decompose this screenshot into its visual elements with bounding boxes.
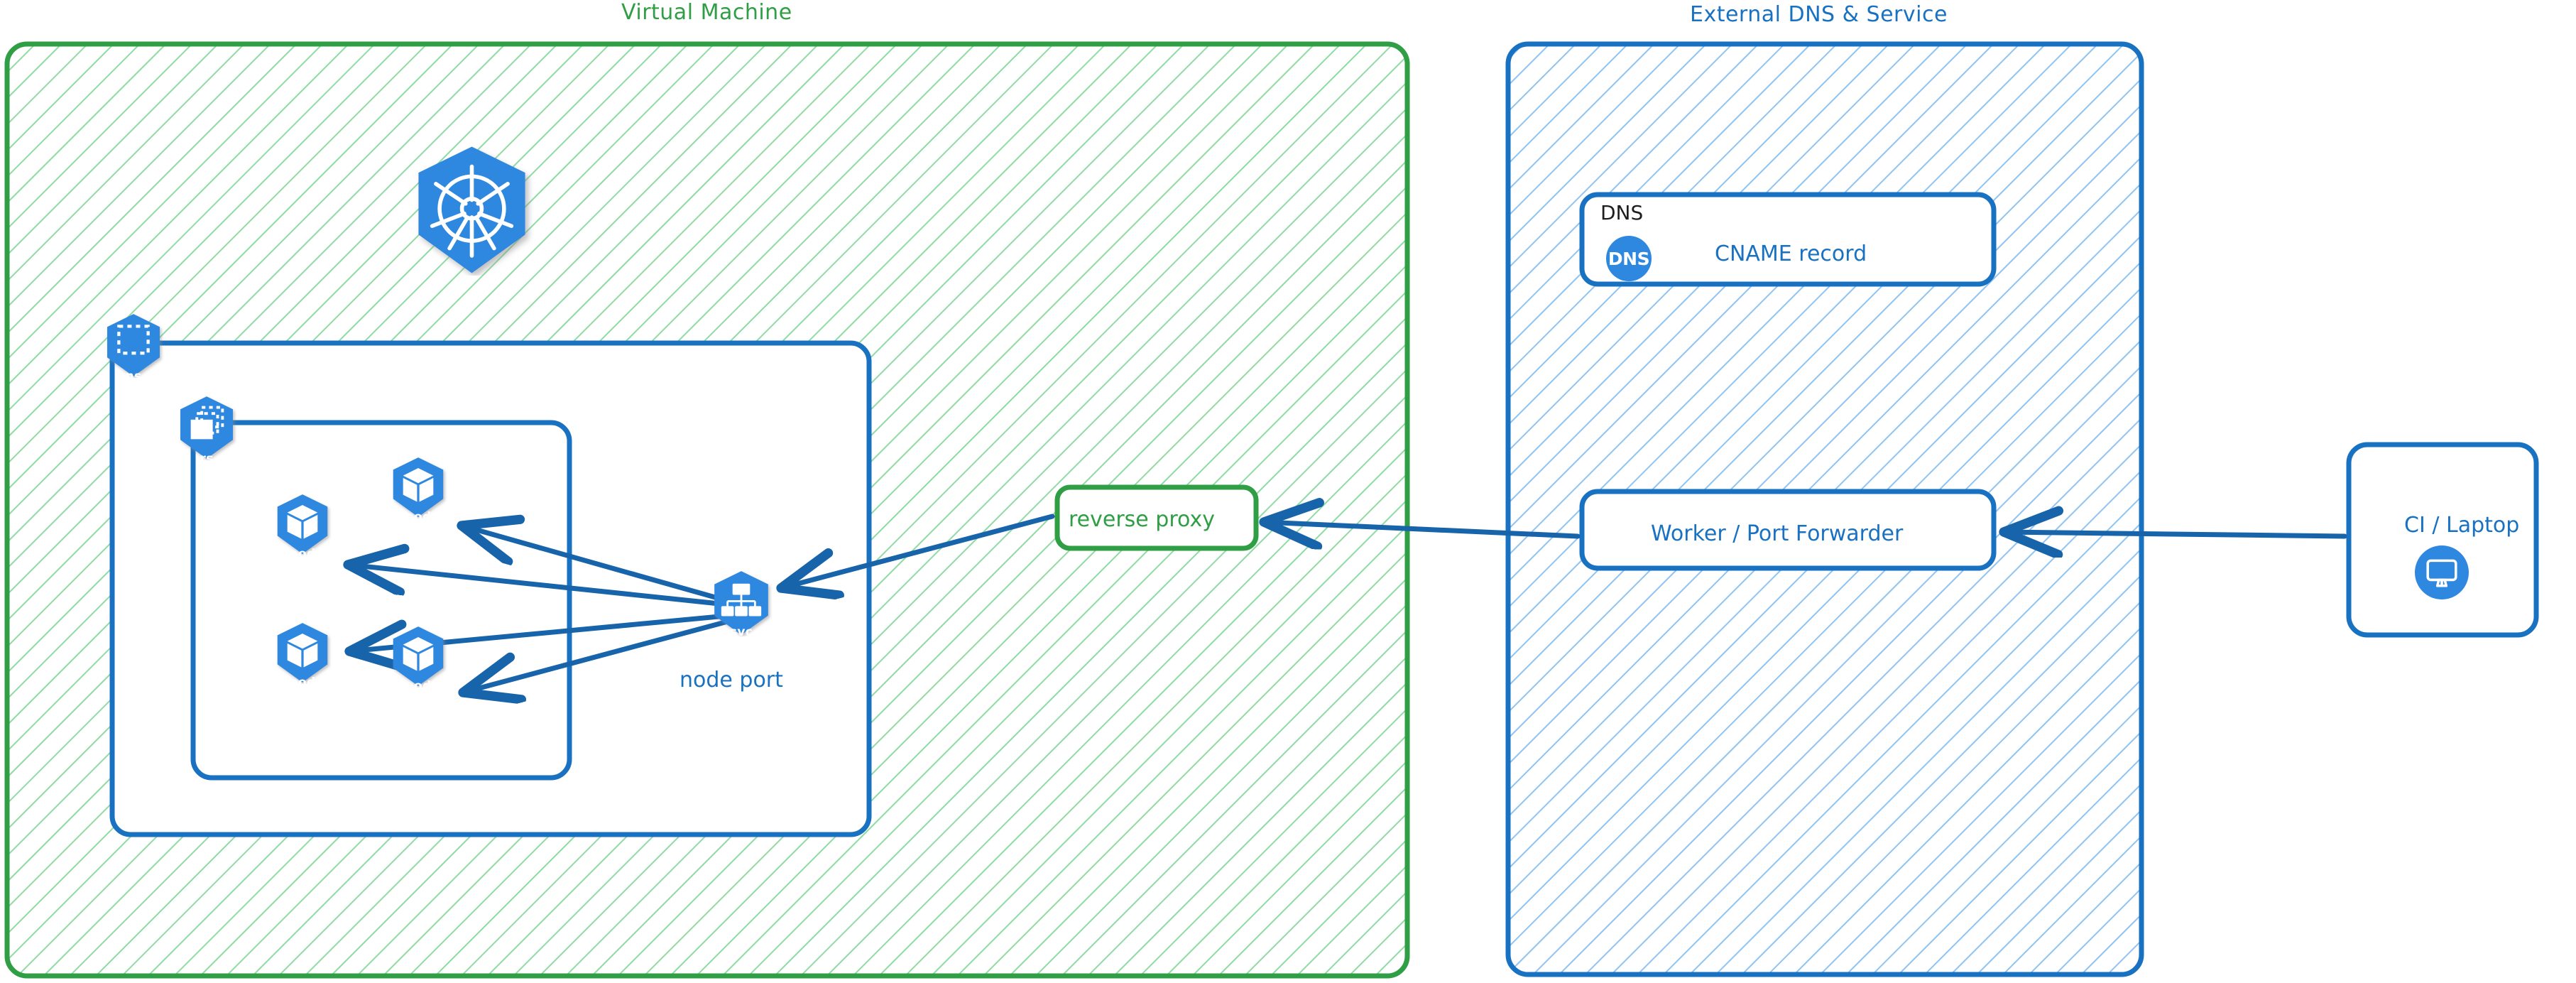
- group-title-external-dns-service: External DNS & Service: [1690, 2, 1948, 27]
- dns-card-tag: DNS: [1600, 201, 1644, 224]
- service-badge: [710, 570, 773, 636]
- dns-icon: DNS: [1606, 236, 1652, 281]
- monitor-icon: [2415, 545, 2469, 599]
- namespace-badge-caption: ns: [125, 369, 142, 384]
- replicaset-container: [190, 420, 572, 781]
- ci-laptop-label[interactable]: CI / Laptop: [2404, 513, 2520, 538]
- pod-badge-1-caption: pod: [289, 547, 316, 561]
- ci-laptop-card[interactable]: [2346, 442, 2539, 638]
- pod-badge-4: [389, 625, 447, 688]
- worker-port-forwarder-label[interactable]: Worker / Port Forwarder: [1651, 521, 1904, 546]
- replicaset-badge: [176, 395, 237, 460]
- node-port-label: node port: [680, 668, 783, 693]
- service-badge-caption: svc: [729, 625, 753, 639]
- edge-svc-to-pod-2: [462, 526, 736, 605]
- edge-svc-to-pod-1: [348, 565, 736, 608]
- replicaset-badge-caption: rs: [200, 452, 214, 466]
- pod-badge-2: [389, 456, 447, 518]
- edge-ci-laptop-to-worker: [2004, 532, 2347, 536]
- kubernetes-logo: [410, 144, 534, 276]
- pod-badge-3: [273, 621, 332, 684]
- edge-worker-to-reverse-proxy: [1264, 522, 1581, 536]
- cname-record-label[interactable]: CNAME record: [1715, 241, 1867, 266]
- edge-reverse-proxy-to-svc: [781, 514, 1055, 588]
- pod-badge-2-caption: pod: [405, 510, 432, 524]
- pod-badge-3-caption: pod: [289, 675, 316, 690]
- reverse-proxy-label[interactable]: reverse proxy: [1069, 507, 1215, 532]
- group-title-virtual-machine: Virtual Machine: [621, 0, 792, 25]
- pod-badge-1: [273, 493, 332, 555]
- pod-badge-4-caption: pod: [405, 679, 432, 693]
- dns-icon-text: DNS: [1608, 248, 1650, 269]
- namespace-badge: [103, 313, 164, 378]
- edge-layer: [348, 514, 2347, 693]
- group-external-dns-service: [1505, 41, 2144, 977]
